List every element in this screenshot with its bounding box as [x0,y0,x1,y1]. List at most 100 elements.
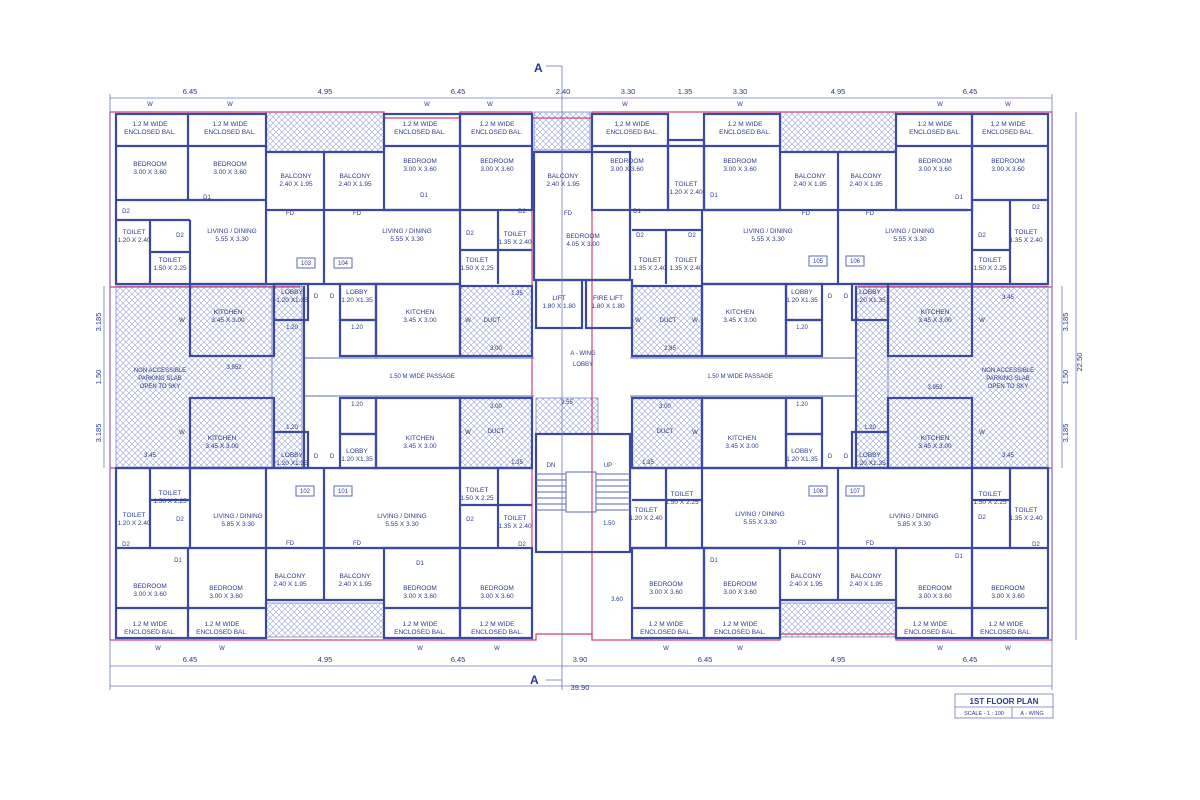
window-tag: W [937,646,943,652]
room-name: KITCHEN [214,309,243,316]
window-tag: W [692,318,698,324]
flat-number-box [333,485,353,497]
flat-number: 102 [300,489,311,495]
room-size: 3.00 X 3.60 [403,593,437,600]
window-tag: W [1005,102,1011,108]
room-name: 1.2 M WIDE [912,621,948,628]
room-size: 5.55 X 3.30 [893,236,927,243]
room-name: BEDROOM [610,158,644,165]
room-size: 3.00 X 3.60 [610,166,644,173]
door-tag: D1 [955,195,963,201]
top-dimension: 4.95 [831,87,846,96]
room-size: ENCLOSED BAL. [196,629,248,636]
door-tag: D2 [176,233,184,239]
room-size: 1.50 X 2.25 [460,265,494,272]
room-size: 4.05 X 3.00 [566,241,600,248]
title-block-title: 1ST FLOOR PLAN [970,697,1039,706]
room-name: BEDROOM [566,233,600,240]
room-name: BALCONY [850,173,882,180]
room-name: TOILET [675,181,698,188]
door-tag: D2 [176,517,184,523]
total-width-dimension: 39.90 [571,683,590,692]
window-tag: W [465,430,471,436]
room-name: 1.2 M WIDE [722,621,758,628]
room-name: KITCHEN [208,435,237,442]
room-name: BEDROOM [213,161,247,168]
annotation-text: LOBBY [573,362,593,368]
room-size: ENCLOSED BAL. [980,629,1032,636]
room-size: 3.45 X 3.00 [725,443,759,450]
room-name: LIVING / DINING [382,228,431,235]
window-tag: W [179,430,185,436]
room-size: 1.35 X 2.40 [1009,237,1043,244]
room-name: BEDROOM [918,585,952,592]
door-tag: D [828,454,833,460]
room-size: 3.00 X 3.60 [480,166,514,173]
top-dimension: 3.30 [733,87,748,96]
room-name: KITCHEN [728,435,757,442]
room-size: 3.00 X 3.60 [723,166,757,173]
room-size: 1.50 X 2.25 [973,499,1007,506]
room-name: LIVING / DINING [377,513,426,520]
room-size: 5.55 X 3.30 [385,521,419,528]
flat-number: 107 [850,489,861,495]
dimension-lines [103,65,1077,690]
section-marker-top: A [534,61,543,75]
door-tag: FD [286,211,295,217]
door-tag: D2 [518,542,526,548]
room-name: TOILET [159,490,182,497]
door-tag: D2 [978,515,986,521]
room-name: 1.2 M WIDE [648,621,684,628]
room-size: 1.20 X1.35 [341,297,373,304]
room-name: 1.2 M WIDE [402,121,438,128]
flat-number: 104 [338,261,349,267]
room-name: BALCONY [339,173,371,180]
room-size: 2.40 X 1.95 [849,181,883,188]
room-name: 1.2 M WIDE [212,121,248,128]
walls [114,112,1050,640]
room-name: 1.2 M WIDE [727,121,763,128]
room-size: 2.40 X 1.95 [338,181,372,188]
left-dimension: 3.185 [94,313,103,332]
room-size: ENCLOSED BAL. [606,129,658,136]
room-name: 1.2 M WIDE [917,121,953,128]
room-name: BEDROOM [480,585,514,592]
door-tag: D2 [978,233,986,239]
room-size: 1.20 X1.35 [854,460,886,467]
window-tag: W [1005,646,1011,652]
door-tag: FD [866,211,875,217]
window-tag: W [737,646,743,652]
title-block: 1ST FLOOR PLAN SCALE - 1 : 100 A - WING [954,693,1054,719]
right-dimension: 1.50 [1061,370,1070,385]
dimension-label: 3.00 [490,404,502,410]
room-size: 3.45 X 3.00 [205,443,239,450]
top-dimension: 6.45 [451,87,466,96]
annotation-text: 1.50 M WIDE PASSAGE [707,374,773,380]
room-name: LOBBY [859,289,881,296]
room-size: 5.55 X 3.30 [390,236,424,243]
room-name: KITCHEN [921,435,950,442]
door-tag: D [314,294,319,300]
room-name: KITCHEN [406,435,435,442]
room-size: 1.35 X 2.40 [633,265,667,272]
section-marker-bottom: A [530,673,539,687]
door-tag: FD [798,541,807,547]
room-name: BALCONY [339,573,371,580]
annotation-text: PARKING SLAB [138,376,182,382]
room-size: 3.45 X 3.00 [918,317,952,324]
top-dimension: 1.35 [678,87,693,96]
annotation-text: DUCT [657,429,674,435]
dimension-label: 2.55 [561,400,573,406]
room-size: 5.85 X 3.30 [897,521,931,528]
window-tag: W [417,646,423,652]
room-name: 1.2 M WIDE [132,121,168,128]
bottom-dimension: 6.45 [698,655,713,664]
room-name: LOBBY [346,448,368,455]
door-tag: D2 [1032,542,1040,548]
room-name: TOILET [504,515,527,522]
room-size: ENCLOSED BAL. [719,129,771,136]
